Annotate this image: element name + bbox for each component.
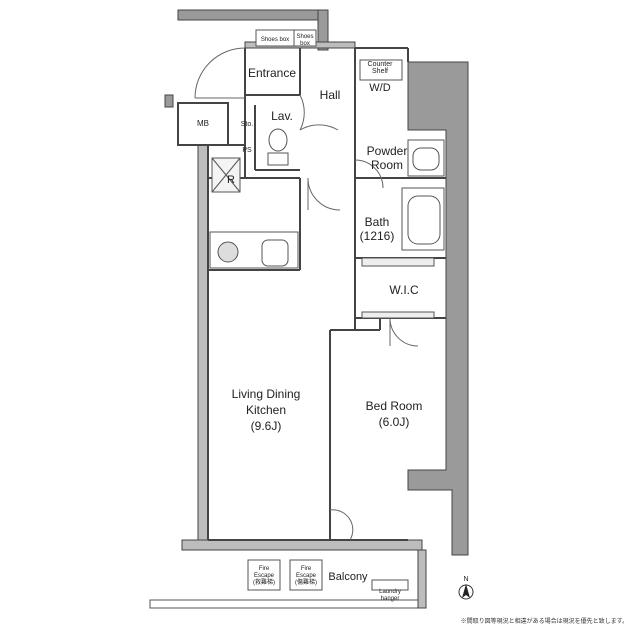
label-refrigerator: R — [227, 174, 235, 186]
label-shoes-box-2b: box — [300, 41, 310, 47]
label-ps: PS — [242, 147, 252, 154]
mb-box — [164, 94, 229, 146]
footnote: ※間取り図等現況と相違がある場合は現況を優先と致します。 — [461, 617, 628, 625]
north-label: N — [463, 576, 468, 583]
label-counter-shelf-b: Shelf — [372, 68, 388, 75]
label-laundry-hanger-b: hanger — [381, 596, 400, 602]
label-fire-escape-1c: (救難梯) — [253, 578, 275, 586]
label-shoes-box-2a: Shoes — [296, 34, 313, 40]
label-fire-escape-2c: (傷難梯) — [295, 578, 317, 586]
label-sto: Sto. — [241, 121, 254, 128]
label-bath-b: (1216) — [360, 229, 395, 243]
label-shoes-box-1: Shoes box — [261, 37, 289, 43]
label-mb: MB — [197, 119, 209, 128]
label-powder-room-b: Room — [371, 158, 403, 172]
shoes-boxes — [255, 29, 317, 47]
label-hall: Hall — [320, 88, 341, 102]
label-bedroom-a: Bed Room — [366, 399, 423, 413]
label-fire-escape-1a: Fire — [259, 566, 270, 572]
label-ldk-b: Kitchen — [246, 403, 286, 417]
label-bedroom-b: (6.0J) — [379, 415, 410, 429]
label-powder-room-a: Powder — [367, 144, 408, 158]
label-lav: Lav. — [271, 109, 293, 123]
label-counter-shelf-a: Counter — [368, 61, 394, 68]
label-laundry-hanger-a: Laundry — [379, 589, 401, 595]
room-labels: Shoes box Shoes box Entrance Hall Counte… — [197, 34, 422, 602]
label-bath-a: Bath — [365, 215, 390, 229]
label-entrance: Entrance — [248, 66, 296, 80]
label-ldk-a: Living Dining — [232, 387, 301, 401]
label-fire-escape-2a: Fire — [301, 566, 312, 572]
fixtures — [209, 59, 445, 591]
label-fire-escape-1b: Escape — [254, 573, 275, 579]
label-wic: W.I.C — [389, 283, 419, 297]
exterior-walls — [149, 9, 469, 609]
label-fire-escape-2b: Escape — [296, 573, 317, 579]
label-ldk-c: (9.6J) — [251, 419, 282, 433]
north-arrow-icon: N — [458, 576, 474, 600]
door-swings — [194, 47, 419, 541]
label-wd: W/D — [369, 82, 390, 94]
label-balcony: Balcony — [328, 571, 368, 583]
